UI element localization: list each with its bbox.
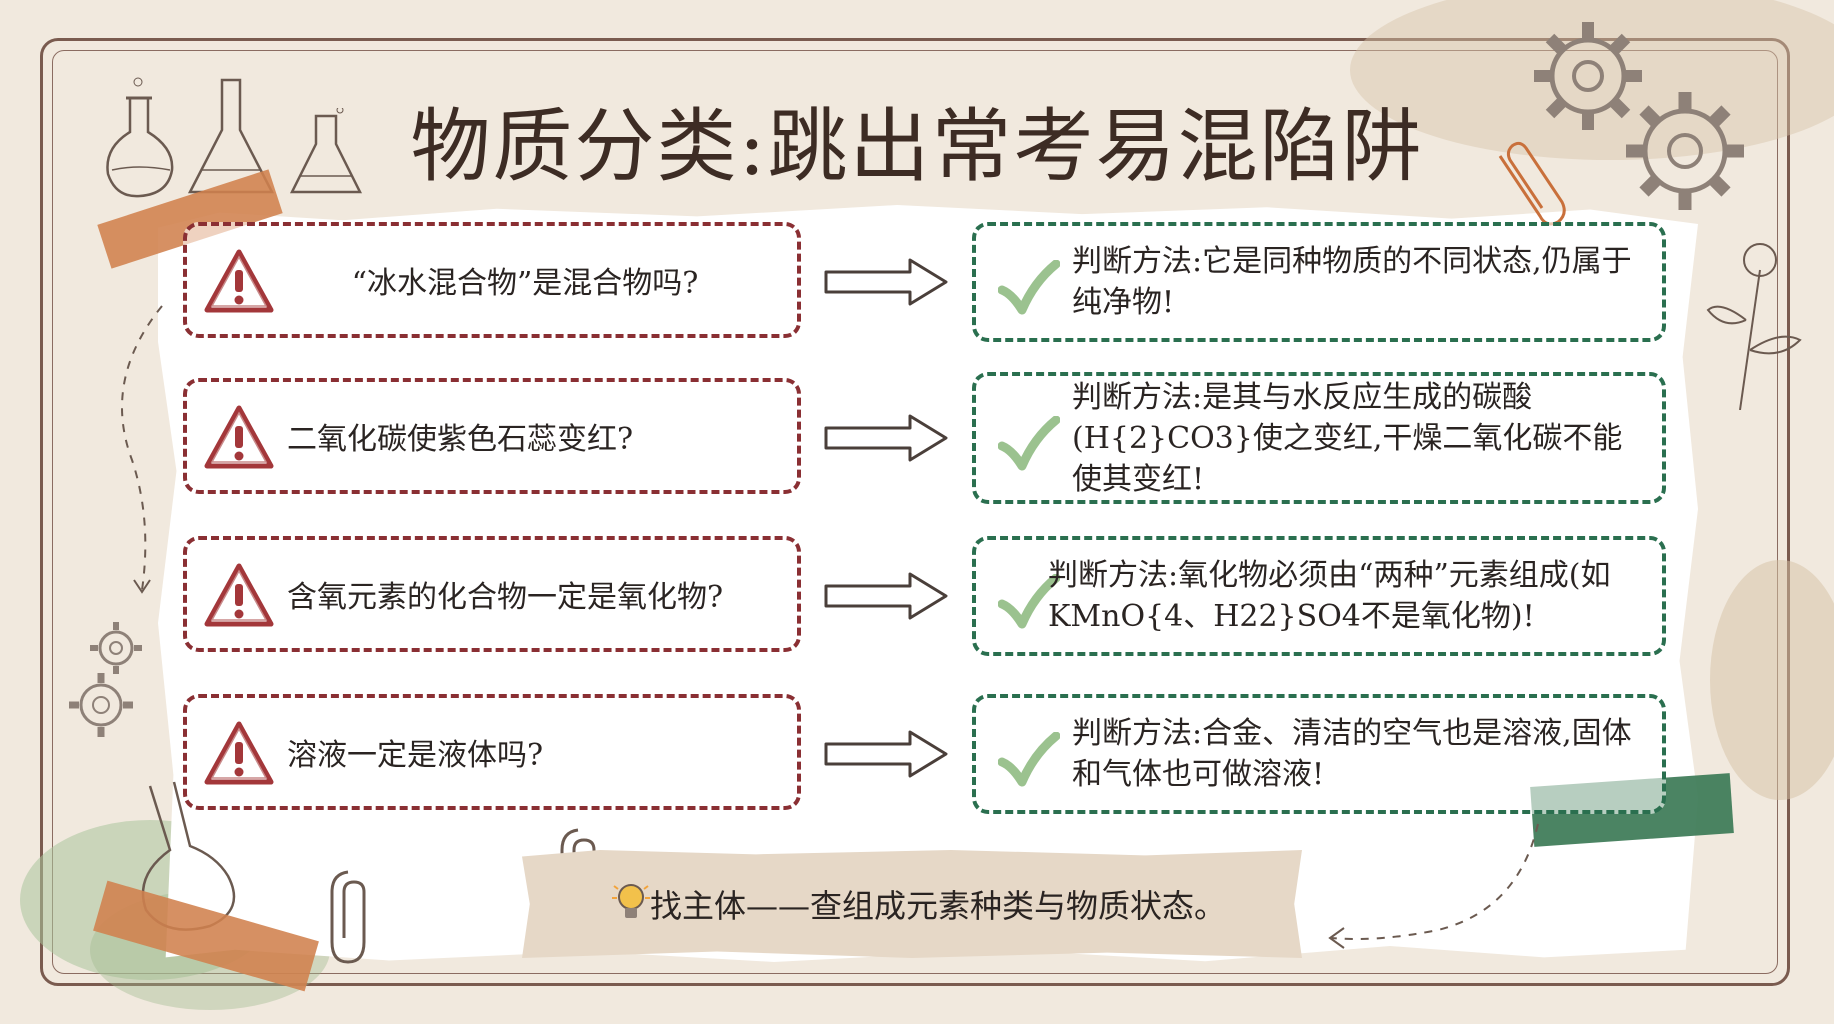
check-mark-icon xyxy=(998,574,1060,629)
watercolor-stain-right xyxy=(1710,560,1834,800)
right-arrow-icon xyxy=(824,730,948,778)
answer-text: 判断方法:它是同种物质的不同状态,仍属于纯净物! xyxy=(1072,244,1632,320)
round-flask-icon xyxy=(106,77,174,198)
answer-text: 判断方法:合金、清洁的空气也是溶液,固体和气体也可做溶液! xyxy=(1072,716,1632,792)
right-arrow-icon xyxy=(824,414,948,462)
answer-text: 判断方法:氧化物必须由“两种”元素组成(如KMnO{4、H22}SO4不是氧化物… xyxy=(1048,558,1611,634)
answer-card: 判断方法:是其与水反应生成的碳酸(H{2}CO3}使之变红,干燥二氧化碳不能使其… xyxy=(972,372,1666,504)
answer-card: 判断方法:合金、清洁的空气也是溶液,固体和气体也可做溶液! xyxy=(972,694,1666,814)
summary-text: 找主体——查组成元素种类与物质状态。 xyxy=(610,850,1226,958)
question-card: 二氧化碳使紫色石蕊变红? xyxy=(183,378,801,494)
page-title: 物质分类:跳出常考易混陷阱 xyxy=(410,100,1424,193)
summary-text-content: 找主体——查组成元素种类与物质状态。 xyxy=(650,887,1227,925)
question-card: “冰水混合物”是混合物吗? xyxy=(183,222,801,338)
qa-row-2: 二氧化碳使紫色石蕊变红? 判断方法:是其与水反应生成的碳酸(H{2}CO3}使之… xyxy=(0,372,1834,504)
warning-triangle-icon xyxy=(204,563,274,627)
question-card: 溶液一定是液体吗? xyxy=(183,694,801,810)
gear-icon xyxy=(1626,92,1744,210)
light-bulb-icon xyxy=(612,884,650,918)
warning-triangle-icon xyxy=(204,405,274,469)
check-mark-icon xyxy=(998,260,1060,315)
check-mark-icon xyxy=(998,416,1060,471)
warning-triangle-icon xyxy=(204,249,274,313)
question-text: “冰水混合物”是混合物吗? xyxy=(351,266,699,301)
question-text: 溶液一定是液体吗? xyxy=(287,738,544,773)
beaker-flask-icon xyxy=(289,108,363,194)
small-gear-icon xyxy=(69,673,133,737)
paperclip-icon xyxy=(330,870,366,964)
dashed-curve-arrow xyxy=(121,305,163,594)
flower-sketch-icon xyxy=(1706,243,1802,410)
answer-text: 判断方法:是其与水反应生成的碳酸(H{2}CO3}使之变红,干燥二氧化碳不能使其… xyxy=(1072,379,1623,497)
summary-card xyxy=(522,850,1302,958)
small-gear-icon xyxy=(90,622,142,674)
qa-row-3: 含氧元素的化合物一定是氧化物? 判断方法:氧化物必须由“两种”元素组成(如KMn… xyxy=(0,536,1834,656)
question-text: 二氧化碳使紫色石蕊变红? xyxy=(287,422,634,457)
answer-card: 判断方法:氧化物必须由“两种”元素组成(如KMnO{4、H22}SO4不是氧化物… xyxy=(972,536,1666,656)
outer-frame xyxy=(40,38,1790,986)
qa-row-4: 溶液一定是液体吗? 判断方法:合金、清洁的空气也是溶液,固体和气体也可做溶液! xyxy=(0,694,1834,814)
answer-card: 判断方法:它是同种物质的不同状态,仍属于纯净物! xyxy=(972,222,1666,342)
inner-frame xyxy=(52,50,1778,974)
right-arrow-icon xyxy=(824,258,948,306)
warning-triangle-icon xyxy=(204,721,274,785)
dashed-curve-arrow xyxy=(1328,823,1539,949)
right-arrow-icon xyxy=(824,572,948,620)
gear-icon xyxy=(1534,22,1642,130)
qa-row-1: “冰水混合物”是混合物吗? 判断方法:它是同种物质的不同状态,仍属于纯净物! xyxy=(0,222,1834,342)
question-card: 含氧元素的化合物一定是氧化物? xyxy=(183,536,801,652)
check-mark-icon xyxy=(998,732,1060,787)
question-text: 含氧元素的化合物一定是氧化物? xyxy=(287,580,724,615)
